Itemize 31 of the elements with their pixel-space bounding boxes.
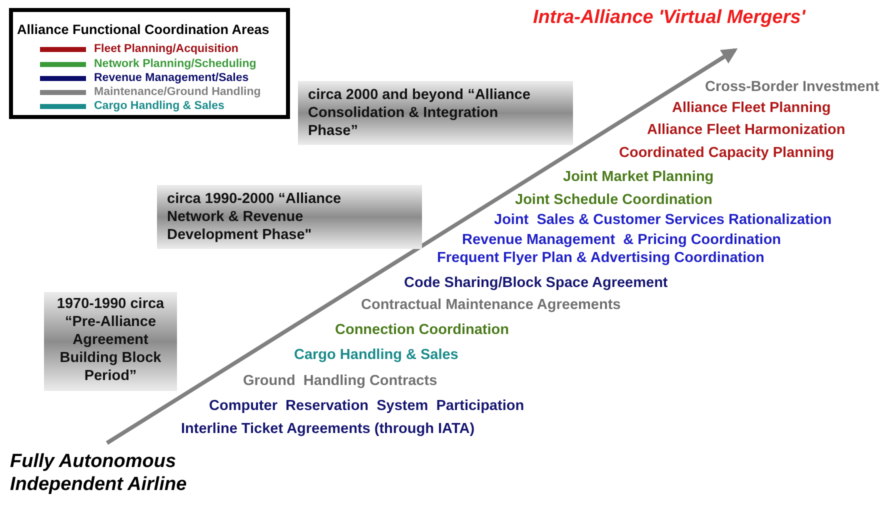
- legend-text: Network Planning/Scheduling: [94, 58, 256, 71]
- stage-item: Ground Handling Contracts: [243, 373, 438, 390]
- legend-text: Revenue Management/Sales: [94, 72, 249, 85]
- phase-text: circa 1990-2000 “Alliance Network & Revenue Development Phase": [167, 191, 342, 243]
- stage-item: Connection Coordination: [335, 322, 509, 339]
- phase-box: [298, 81, 573, 145]
- legend-text: Maintenance/Ground Handling: [94, 86, 261, 99]
- stage-item: Alliance Fleet Harmonization: [647, 122, 846, 139]
- stage-item: Interline Ticket Agreements (through IATA): [181, 421, 475, 438]
- stage-item: Joint Sales & Customer Services Rationalization: [494, 212, 832, 229]
- legend-text: Cargo Handling & Sales: [94, 100, 224, 113]
- stage-item: Cargo Handling & Sales: [294, 347, 458, 364]
- legend-text: Fleet Planning/Acquisition: [94, 43, 238, 56]
- stage-item: Computer Reservation System Participation: [209, 398, 524, 415]
- goal-label: Intra-Alliance 'Virtual Mergers': [533, 6, 873, 29]
- stage-item: Joint Market Planning: [563, 169, 714, 186]
- stage-item: Cross-Border Investment: [705, 79, 880, 96]
- legend-title: Alliance Functional Coordination Areas: [17, 22, 270, 37]
- stage-item: Contractual Maintenance Agreements: [361, 297, 621, 314]
- stage-item: Alliance Fleet Planning: [672, 100, 831, 117]
- start-label: Fully Autonomous Independent Airline: [10, 450, 270, 496]
- stage-item: Code Sharing/Block Space Agreement: [404, 275, 668, 292]
- phase-box: [44, 292, 177, 391]
- phase-text: 1970-1990 circa “Pre-Alliance Agreement Building Block Period”: [56, 296, 164, 384]
- stage-item: Coordinated Capacity Planning: [619, 145, 834, 162]
- phase-text: circa 2000 and beyond “Alliance Consolidation & Integration Phase”: [308, 87, 530, 139]
- stage-item: Frequent Flyer Plan & Advertising Coordination: [437, 250, 764, 267]
- stage-item: Joint Schedule Coordination: [515, 192, 712, 209]
- stage-item: Revenue Management & Pricing Coordination: [462, 232, 782, 249]
- diagonal-arrow: [106, 48, 738, 445]
- phase-box: [157, 185, 422, 249]
